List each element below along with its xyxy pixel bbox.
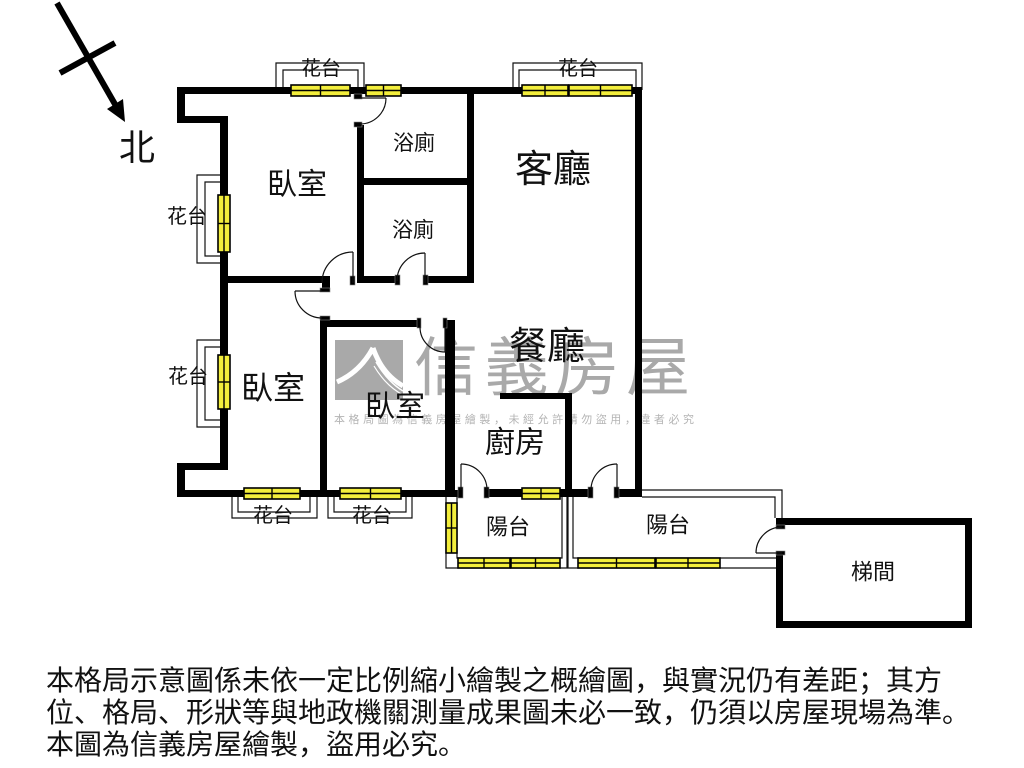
disclaimer-line: 本圖為信義房屋繪製，盜用必究。 xyxy=(46,730,467,761)
planter-label-bottom-left: 花台 xyxy=(253,504,293,527)
window xyxy=(290,84,351,97)
door-bedroom-north[interactable] xyxy=(321,251,356,286)
balcony-2-outline xyxy=(567,489,783,569)
door-balcony-1[interactable] xyxy=(457,463,490,499)
room-label-bedroom-center: 臥室 xyxy=(365,391,425,424)
room-label-dining-room: 餐廳 xyxy=(509,326,585,368)
disclaimer-line: 位、格局、形狀等與地政機關測量成果圖未必一致，仍須以房屋現場為準。 xyxy=(46,698,971,729)
disclaimer-line: 本格局示意圖係未依一定比例縮小繪製之概繪圖，與實況仍有差距；其方 xyxy=(46,666,943,697)
planter-label-left-upper: 花台 xyxy=(167,205,207,228)
north-arrow-icon xyxy=(54,1,125,122)
door-bedroom-center[interactable] xyxy=(416,317,448,353)
window xyxy=(217,354,231,410)
room-label-kitchen: 廚房 xyxy=(485,427,545,460)
window xyxy=(217,194,231,253)
door-stairwell[interactable] xyxy=(755,524,786,556)
planter-left-upper xyxy=(196,174,220,264)
door-bathroom-2[interactable] xyxy=(394,252,429,286)
window xyxy=(568,84,633,97)
room-label-bathroom-2: 浴廁 xyxy=(392,218,434,242)
room-label-balcony-2: 陽台 xyxy=(646,513,690,538)
window xyxy=(457,557,511,569)
room-label-stairwell: 梯間 xyxy=(851,560,895,585)
window xyxy=(577,557,656,569)
door-balcony-2[interactable] xyxy=(587,463,620,499)
planter-bottom-left xyxy=(231,497,318,519)
window xyxy=(655,557,721,569)
window xyxy=(521,487,561,500)
planter-label-bottom-center: 花台 xyxy=(352,504,392,527)
north-label: 北 xyxy=(119,128,155,168)
room-label-bedroom-west: 臥室 xyxy=(241,370,305,406)
planter-label-left-lower: 花台 xyxy=(168,365,208,388)
room-label-balcony-1: 陽台 xyxy=(486,515,530,540)
planter-bottom-center xyxy=(327,497,413,519)
room-label-living-room: 客廳 xyxy=(515,149,591,191)
window xyxy=(510,557,561,569)
room-label-bedroom-north: 臥室 xyxy=(267,169,327,202)
planter-top-right xyxy=(512,62,643,90)
door-bedroom-west[interactable] xyxy=(294,287,331,321)
planter-outlines xyxy=(196,62,643,519)
door-bathroom-1[interactable] xyxy=(353,93,387,128)
disclaimer-text: 本格局示意圖係未依一定比例縮小繪製之概繪圖，與實況仍有差距；其方 位、格局、形狀… xyxy=(46,666,1006,762)
window xyxy=(339,487,402,500)
window xyxy=(445,502,458,554)
planter-top-left xyxy=(275,62,365,90)
brand-logo-icon xyxy=(335,340,405,400)
window xyxy=(365,84,402,97)
planter-left-lower xyxy=(196,339,220,428)
planter-label-top-right: 花台 xyxy=(558,57,598,80)
planter-label-top-left: 花台 xyxy=(301,57,341,80)
window xyxy=(243,487,301,500)
watermark-notice: 本格局圖為信義房屋繪製，未經允許請勿盜用，違者必究 xyxy=(334,412,694,426)
window xyxy=(521,84,569,97)
room-label-bathroom-1: 浴廁 xyxy=(393,131,435,155)
